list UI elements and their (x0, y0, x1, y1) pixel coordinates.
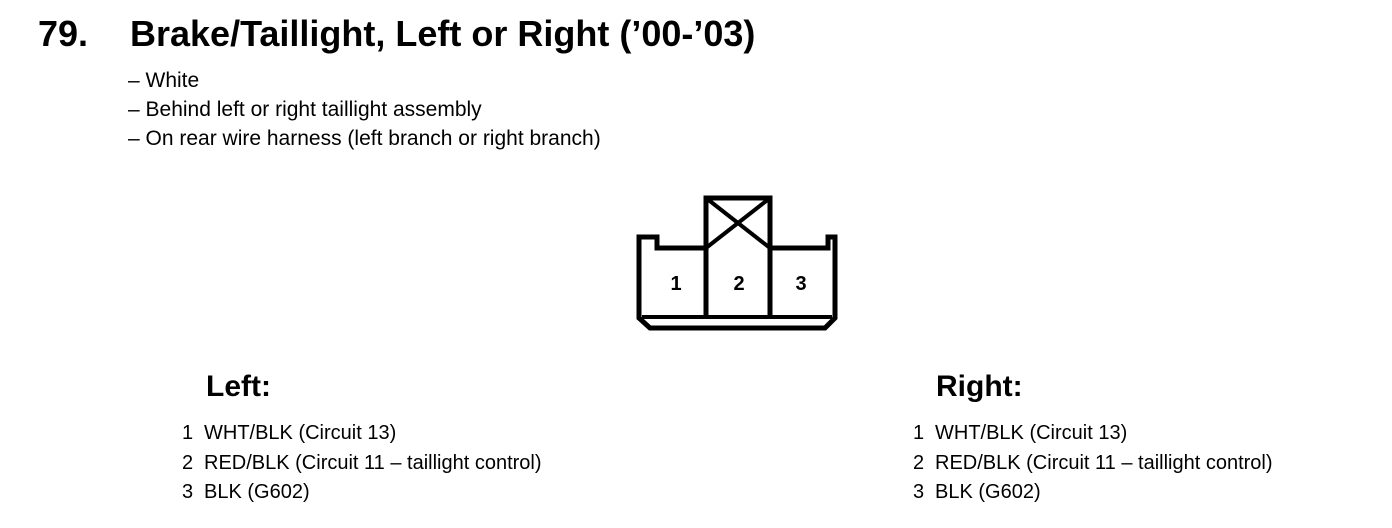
pin-description: WHT/BLK (Circuit 13) (204, 422, 397, 444)
pin-number: 1 (182, 422, 194, 444)
right-pin-list: 1 WHT/BLK (Circuit 13) 2 RED/BLK (Circuit … (913, 419, 1273, 508)
connector-color: – White (128, 69, 200, 92)
left-pin-row: 1 WHT/BLK (Circuit 13) (182, 419, 542, 449)
pin-label-3: 3 (795, 273, 806, 295)
pin-number: 3 (913, 481, 925, 503)
connector-location: – Behind left or right taillight assembl… (128, 98, 482, 121)
connector-diagram: 1 2 3 (636, 195, 838, 331)
pin-description: BLK (G602) (935, 481, 1041, 503)
right-pin-row: 2 RED/BLK (Circuit 11 – taillight control… (913, 449, 1273, 479)
left-side-title: Left: (206, 370, 271, 403)
pin-description: RED/BLK (Circuit 11 – taillight control) (935, 451, 1273, 474)
left-pin-row: 2 RED/BLK (Circuit 11 – taillight control… (182, 449, 542, 479)
right-pin-row: 3 BLK (G602) (913, 478, 1273, 508)
right-side-title: Right: (936, 370, 1023, 403)
lock-tab-x-2 (704, 196, 772, 250)
connector-info-list: – White – Behind left or right taillight… (128, 66, 601, 153)
connector-body-outline (636, 195, 838, 331)
pin-number: 2 (182, 451, 194, 474)
connector-harness: – On rear wire harness (left branch or r… (128, 127, 601, 150)
page-title: Brake/Taillight, Left or Right (’00-’03) (130, 13, 756, 54)
pin-label-1: 1 (670, 273, 681, 295)
pin-description: RED/BLK (Circuit 11 – taillight control) (204, 451, 542, 474)
pin-number: 2 (913, 451, 925, 474)
right-pin-row: 1 WHT/BLK (Circuit 13) (913, 419, 1273, 449)
pin-number: 3 (182, 481, 194, 503)
heading-number: 79. (38, 13, 89, 54)
pin-number: 1 (913, 422, 925, 444)
pin-description: BLK (G602) (204, 481, 310, 503)
left-pin-row: 3 BLK (G602) (182, 478, 542, 508)
pin-description: WHT/BLK (Circuit 13) (935, 422, 1128, 444)
pin-label-2: 2 (733, 273, 744, 295)
left-pin-list: 1 WHT/BLK (Circuit 13) 2 RED/BLK (Circuit … (182, 419, 542, 508)
